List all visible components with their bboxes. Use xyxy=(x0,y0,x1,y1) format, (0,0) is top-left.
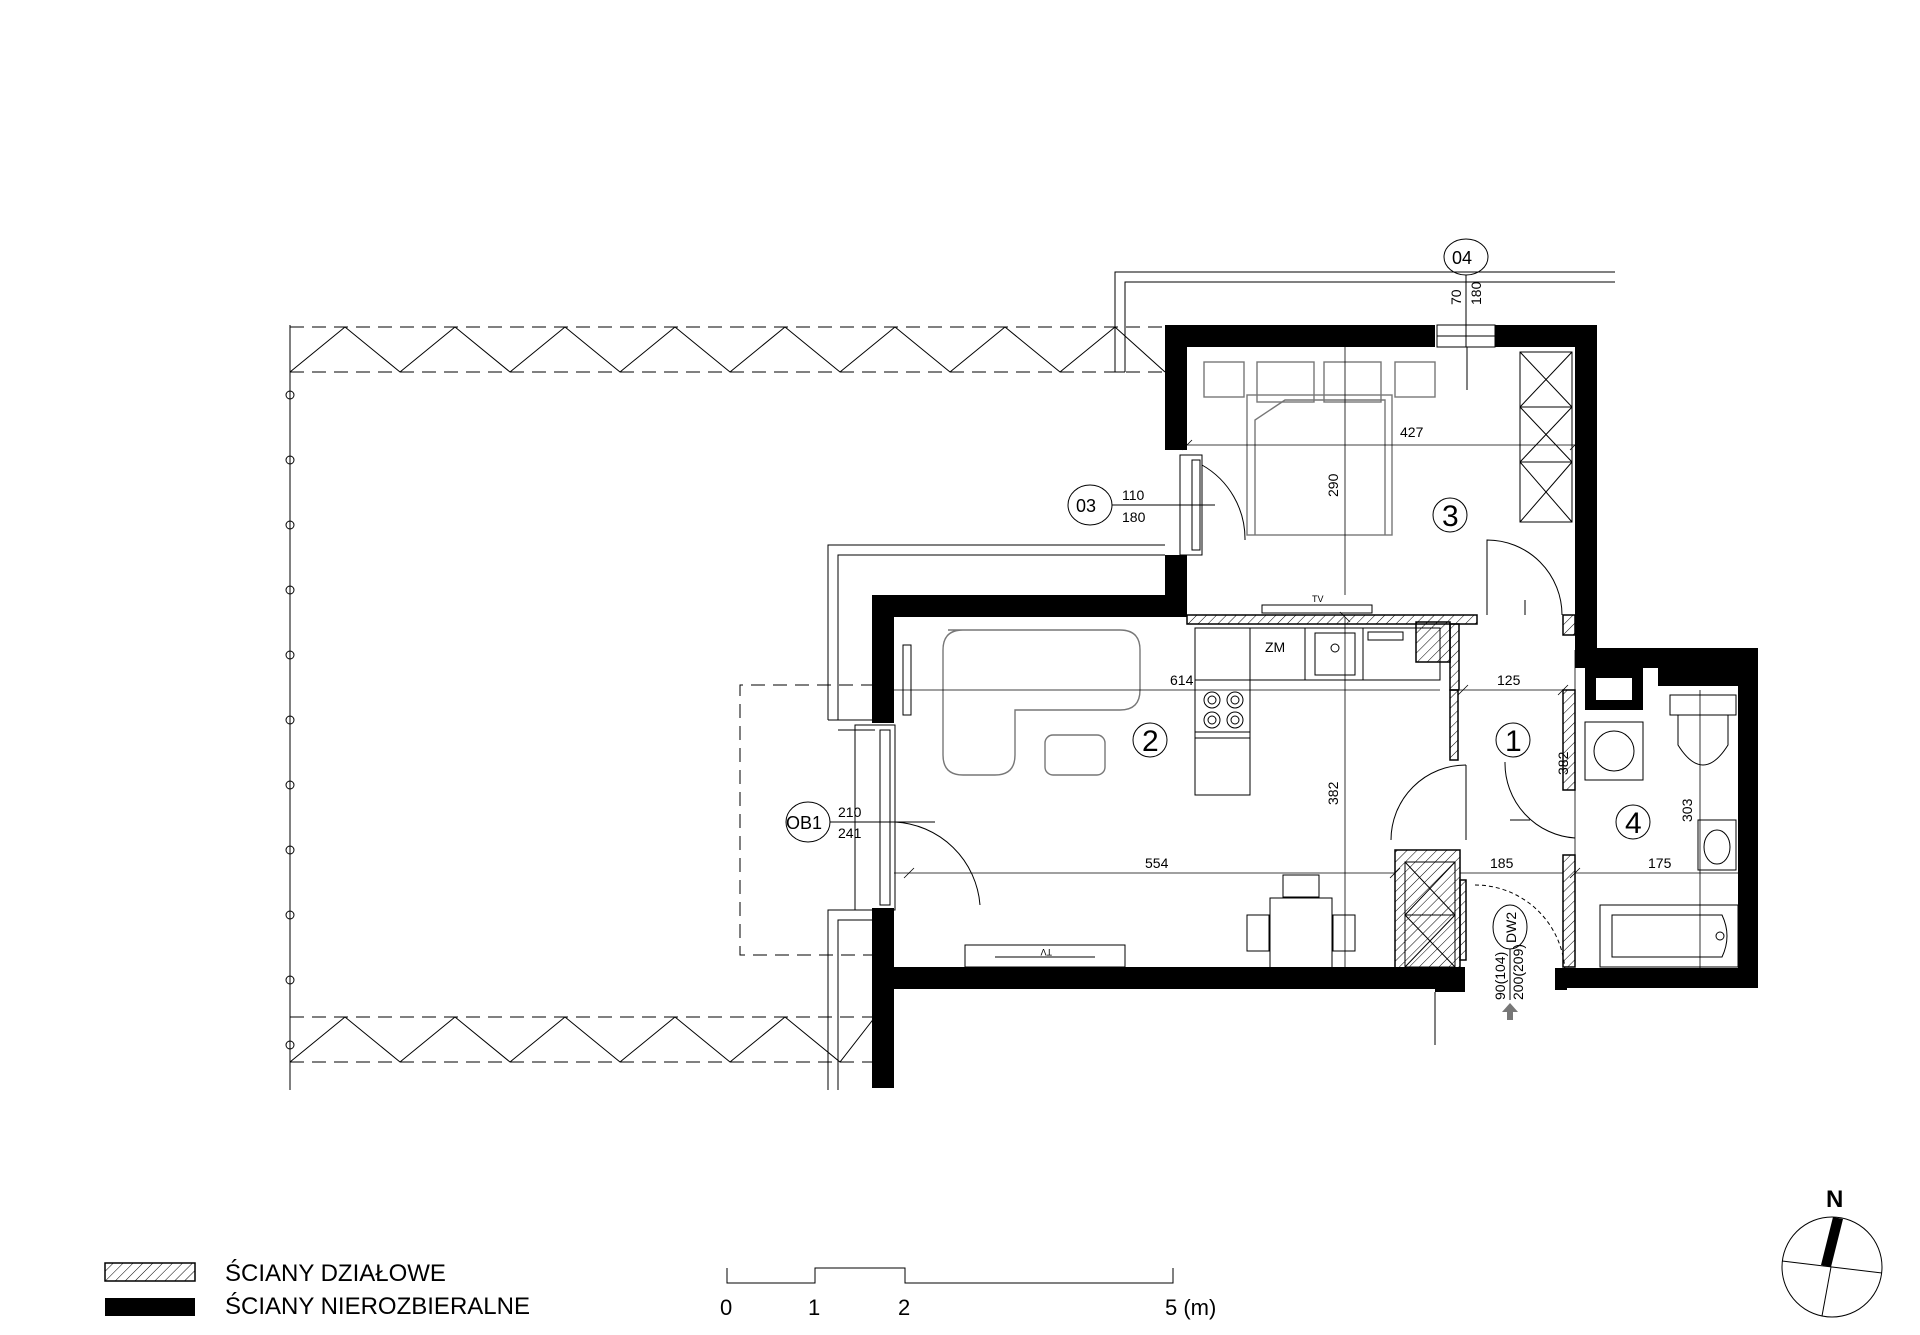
opening-04-tag: 04 xyxy=(1452,248,1472,268)
dim-hall-depth: 382 xyxy=(1555,751,1571,775)
dimension-labels: 427 290 614 125 382 382 554 185 303 175 xyxy=(1145,424,1695,871)
north-needle-icon xyxy=(1821,1217,1843,1267)
room-numbers: 1 2 3 4 xyxy=(1132,497,1651,840)
opening-dw2-width: 90(104) xyxy=(1492,952,1508,1000)
opening-03-height: 180 xyxy=(1122,509,1146,525)
legend-partition-label: ŚCIANY DZIAŁOWE xyxy=(225,1259,446,1287)
scale-tick-2: 2 xyxy=(898,1295,910,1320)
dim-bath-depth: 303 xyxy=(1679,798,1695,822)
dim-living-width: 554 xyxy=(1145,855,1169,871)
opening-03: 03 110 180 xyxy=(1067,484,1215,526)
living-furniture: ZM TV xyxy=(854,627,1576,1045)
dim-hall-top: 125 xyxy=(1497,672,1521,688)
zm-label: ZM xyxy=(1265,639,1285,655)
opening-03-tag: 03 xyxy=(1076,496,1096,516)
dim-bedroom-width: 427 xyxy=(1400,424,1424,440)
scale-tick-0: 0 xyxy=(720,1295,732,1320)
room-3-marker: 3 xyxy=(1432,497,1468,533)
entrance-arrow-icon xyxy=(1502,1003,1518,1020)
opening-04-width: 70 xyxy=(1448,289,1464,305)
opening-04: 04 70 180 xyxy=(1443,238,1489,347)
opening-ob1: OB1 210 241 xyxy=(785,801,935,843)
tv-label-top: TV xyxy=(1312,594,1324,604)
opening-dw2-tag: DW2 xyxy=(1503,912,1519,943)
dim-living-depth: 382 xyxy=(1325,781,1341,805)
opening-03-width: 110 xyxy=(1122,487,1145,503)
room-4-marker: 4 xyxy=(1615,804,1651,840)
opening-dw2: DW2 90(104) 200(209) xyxy=(1492,904,1528,1020)
opening-dw2-height: 200(209) xyxy=(1510,944,1526,1000)
dim-bedroom-depth: 290 xyxy=(1325,473,1341,497)
legend-structural-label: ŚCIANY NIEROZBIERALNE xyxy=(225,1292,530,1320)
legend-structural-swatch xyxy=(105,1298,195,1316)
dimension-lines xyxy=(894,347,1738,968)
scale-bar: 0 1 2 5 (m) xyxy=(720,1267,1216,1320)
bedroom-furniture: TV xyxy=(1179,324,1573,616)
room-1-number: 1 xyxy=(1505,725,1522,758)
room-2-number: 2 xyxy=(1142,725,1159,758)
room-1-marker: 1 xyxy=(1495,722,1531,758)
structural-walls xyxy=(872,325,1758,1088)
legend: ŚCIANY DZIAŁOWE ŚCIANY NIEROZBIERALNE xyxy=(104,1259,530,1320)
railing-posts xyxy=(285,390,295,1050)
room-4-number: 4 xyxy=(1625,807,1642,840)
opening-ob1-height: 241 xyxy=(838,825,862,841)
dim-hall-bottom: 185 xyxy=(1490,855,1514,871)
terrace-outline xyxy=(285,271,1615,1090)
room-3-number: 3 xyxy=(1442,500,1459,533)
tv-label-bottom: TV xyxy=(1040,947,1052,957)
north-arrow: N xyxy=(1781,1186,1883,1318)
bathroom-fixtures xyxy=(1584,694,1739,968)
room-2-marker: 2 xyxy=(1132,722,1168,758)
north-label: N xyxy=(1826,1186,1843,1213)
scale-tick-1: 1 xyxy=(808,1295,820,1320)
dim-bath-width: 175 xyxy=(1648,855,1672,871)
opening-04-height: 180 xyxy=(1468,281,1484,305)
legend-partition-swatch xyxy=(104,1262,196,1282)
opening-ob1-width: 210 xyxy=(838,804,862,820)
scale-tick-5: 5 (m) xyxy=(1165,1295,1216,1320)
dim-living-kitchen: 614 xyxy=(1170,672,1194,688)
opening-ob1-tag: OB1 xyxy=(786,813,822,833)
